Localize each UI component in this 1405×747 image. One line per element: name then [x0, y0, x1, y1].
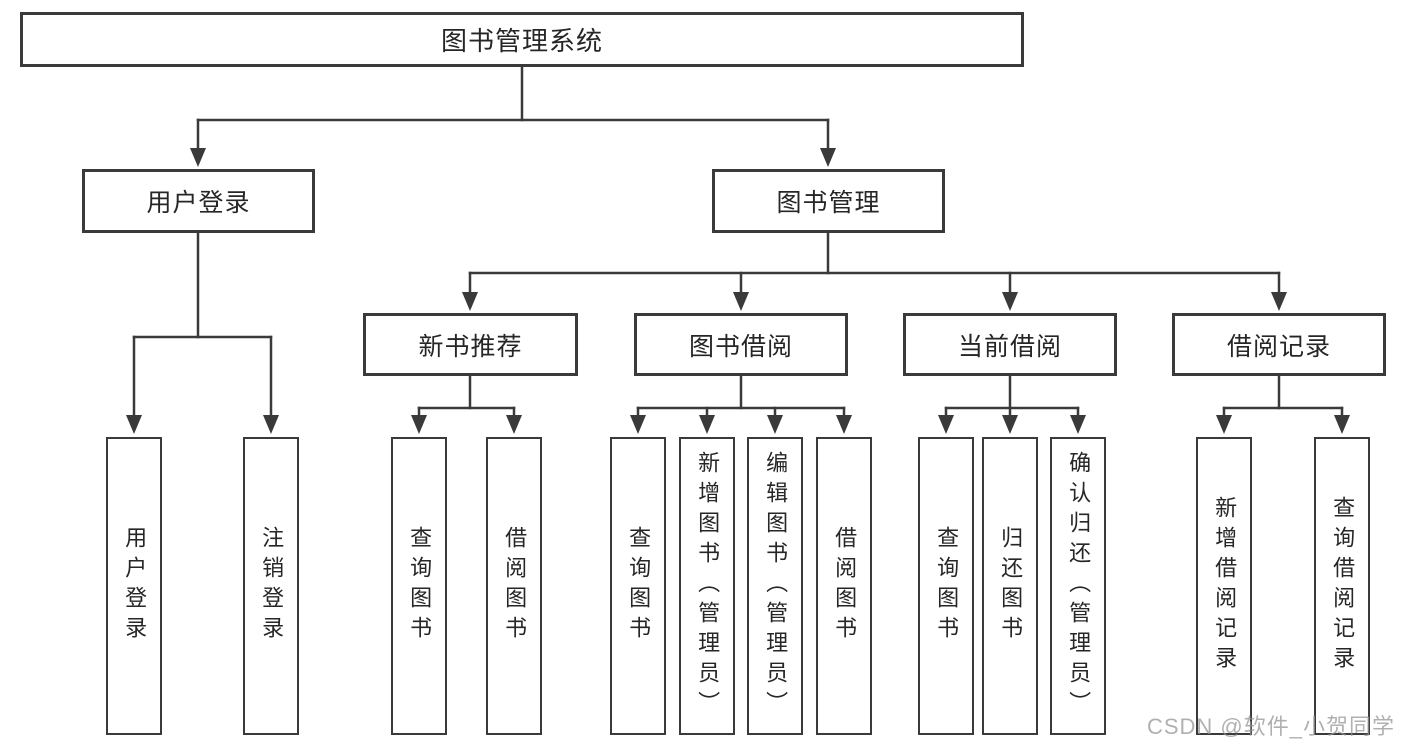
leaf-query-borrow-record-label: 查询借阅记录	[1330, 496, 1356, 676]
leaf-edit-books-admin: 编辑图书（管理员）	[747, 437, 803, 735]
leaf-user-login-label: 用户登录	[122, 526, 148, 646]
user-login-label: 用户登录	[146, 189, 251, 217]
csdn-watermark: CSDN @软件_小贺同学	[1146, 714, 1395, 739]
leaf-query-books-recommend-label: 查询图书	[407, 526, 433, 646]
book-management-node: 图书管理	[712, 169, 945, 233]
leaf-query-books-recommend: 查询图书	[391, 437, 447, 735]
book-borrowing-label: 图书借阅	[688, 332, 793, 361]
current-borrowing-label: 当前借阅	[957, 332, 1062, 361]
new-book-recommendation-node: 新书推荐	[363, 313, 578, 376]
leaf-borrow-books-borrowing: 借阅图书	[816, 437, 872, 735]
leaf-borrow-books-recommend: 借阅图书	[486, 437, 542, 735]
leaf-query-borrow-record: 查询借阅记录	[1314, 437, 1370, 735]
leaf-return-books-label: 归还图书	[998, 526, 1024, 646]
leaf-return-books: 归还图书	[982, 437, 1038, 735]
leaf-edit-books-admin-label: 编辑图书（管理员）	[763, 451, 789, 721]
leaf-add-books-admin: 新增图书（管理员）	[679, 437, 735, 735]
leaf-add-borrow-record-label: 新增借阅记录	[1212, 496, 1238, 676]
current-borrowing-node: 当前借阅	[903, 313, 1117, 376]
borrowing-records-node: 借阅记录	[1172, 313, 1386, 376]
leaf-borrow-books-recommend-label: 借阅图书	[502, 526, 528, 646]
system-root-label: 图书管理系统	[440, 26, 603, 56]
leaf-user-login: 用户登录	[106, 437, 162, 735]
new-book-recommendation-label: 新书推荐	[418, 332, 523, 361]
leaf-query-books-current: 查询图书	[918, 437, 974, 735]
leaf-query-books-current-label: 查询图书	[934, 526, 960, 646]
leaf-borrow-books-borrowing-label: 借阅图书	[832, 526, 858, 646]
leaf-query-books-borrowing-label: 查询图书	[626, 526, 652, 646]
user-login-node: 用户登录	[82, 169, 315, 233]
borrowing-records-label: 借阅记录	[1226, 332, 1331, 361]
book-borrowing-node: 图书借阅	[634, 313, 848, 376]
leaf-confirm-return-admin: 确认归还（管理员）	[1050, 437, 1106, 735]
leaf-add-books-admin-label: 新增图书（管理员）	[695, 451, 721, 721]
leaf-confirm-return-admin-label: 确认归还（管理员）	[1066, 451, 1092, 721]
leaf-logout-login-label: 注销登录	[259, 526, 285, 646]
leaf-add-borrow-record: 新增借阅记录	[1196, 437, 1252, 735]
leaf-query-books-borrowing: 查询图书	[610, 437, 666, 735]
book-management-label: 图书管理	[776, 189, 881, 217]
leaf-logout-login: 注销登录	[243, 437, 299, 735]
system-root-node: 图书管理系统	[20, 12, 1024, 67]
